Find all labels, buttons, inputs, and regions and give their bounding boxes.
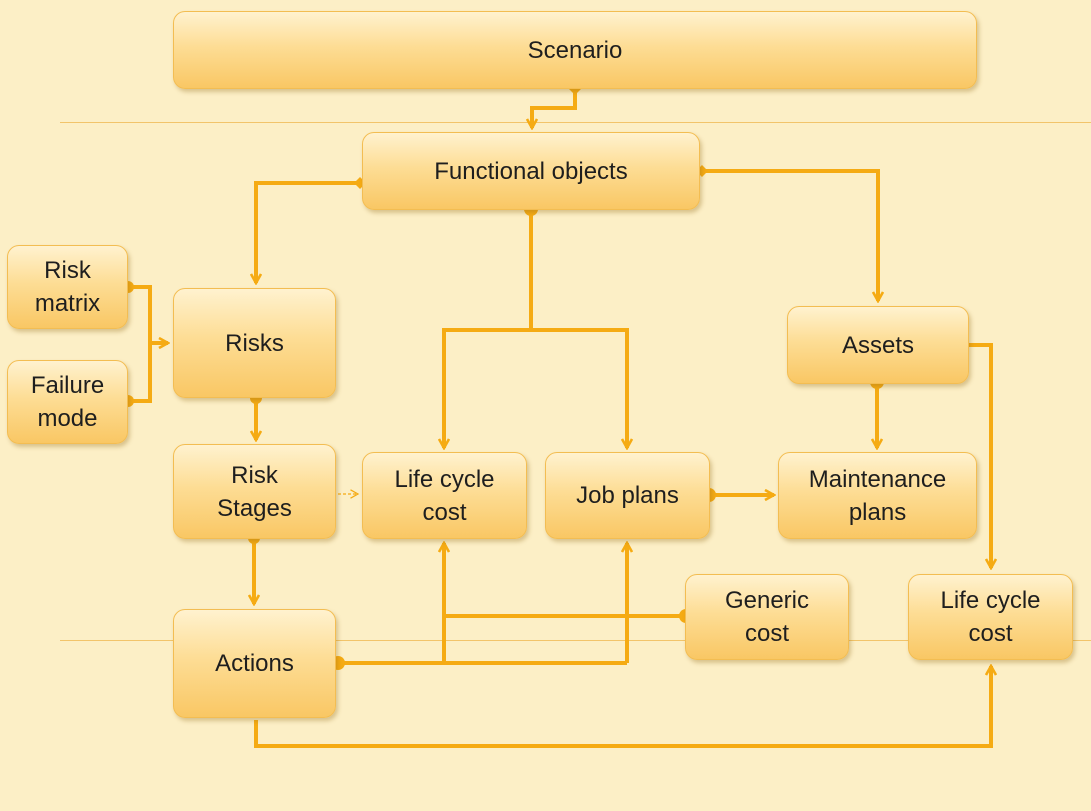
node-risks: Risks [173, 288, 336, 398]
node-life-cycle-cost-right: Life cycle cost [908, 574, 1073, 660]
node-job-plans: Job plans [545, 452, 710, 539]
node-scenario: Scenario [173, 11, 977, 89]
connector-actions-life-cycle-cost-right [254, 666, 991, 748]
node-generic-cost: Generic cost [685, 574, 849, 660]
node-functional-objects: Functional objects [362, 132, 700, 210]
connector-branch-job-plans [531, 328, 627, 448]
connector-scenario-functional-objects [532, 90, 577, 128]
connector-branch-life-cycle-cost [444, 328, 531, 448]
node-assets: Assets [787, 306, 969, 384]
connector-functional-objects-assets [700, 169, 878, 301]
node-actions: Actions [173, 609, 336, 718]
node-risk-matrix: Risk matrix [7, 245, 128, 329]
node-maintenance-plans: Maintenance plans [778, 452, 977, 539]
connector-functional-objects-risks [256, 181, 356, 283]
connector-assets-life-cycle-cost [969, 343, 991, 568]
connector-risk-matrix [128, 285, 152, 403]
node-life-cycle-cost-left: Life cycle cost [362, 452, 527, 539]
node-risk-stages: Risk Stages [173, 444, 336, 539]
divider-line-bottom [60, 640, 1091, 641]
divider-line-top [60, 122, 1091, 123]
node-failure-mode: Failure mode [7, 360, 128, 444]
